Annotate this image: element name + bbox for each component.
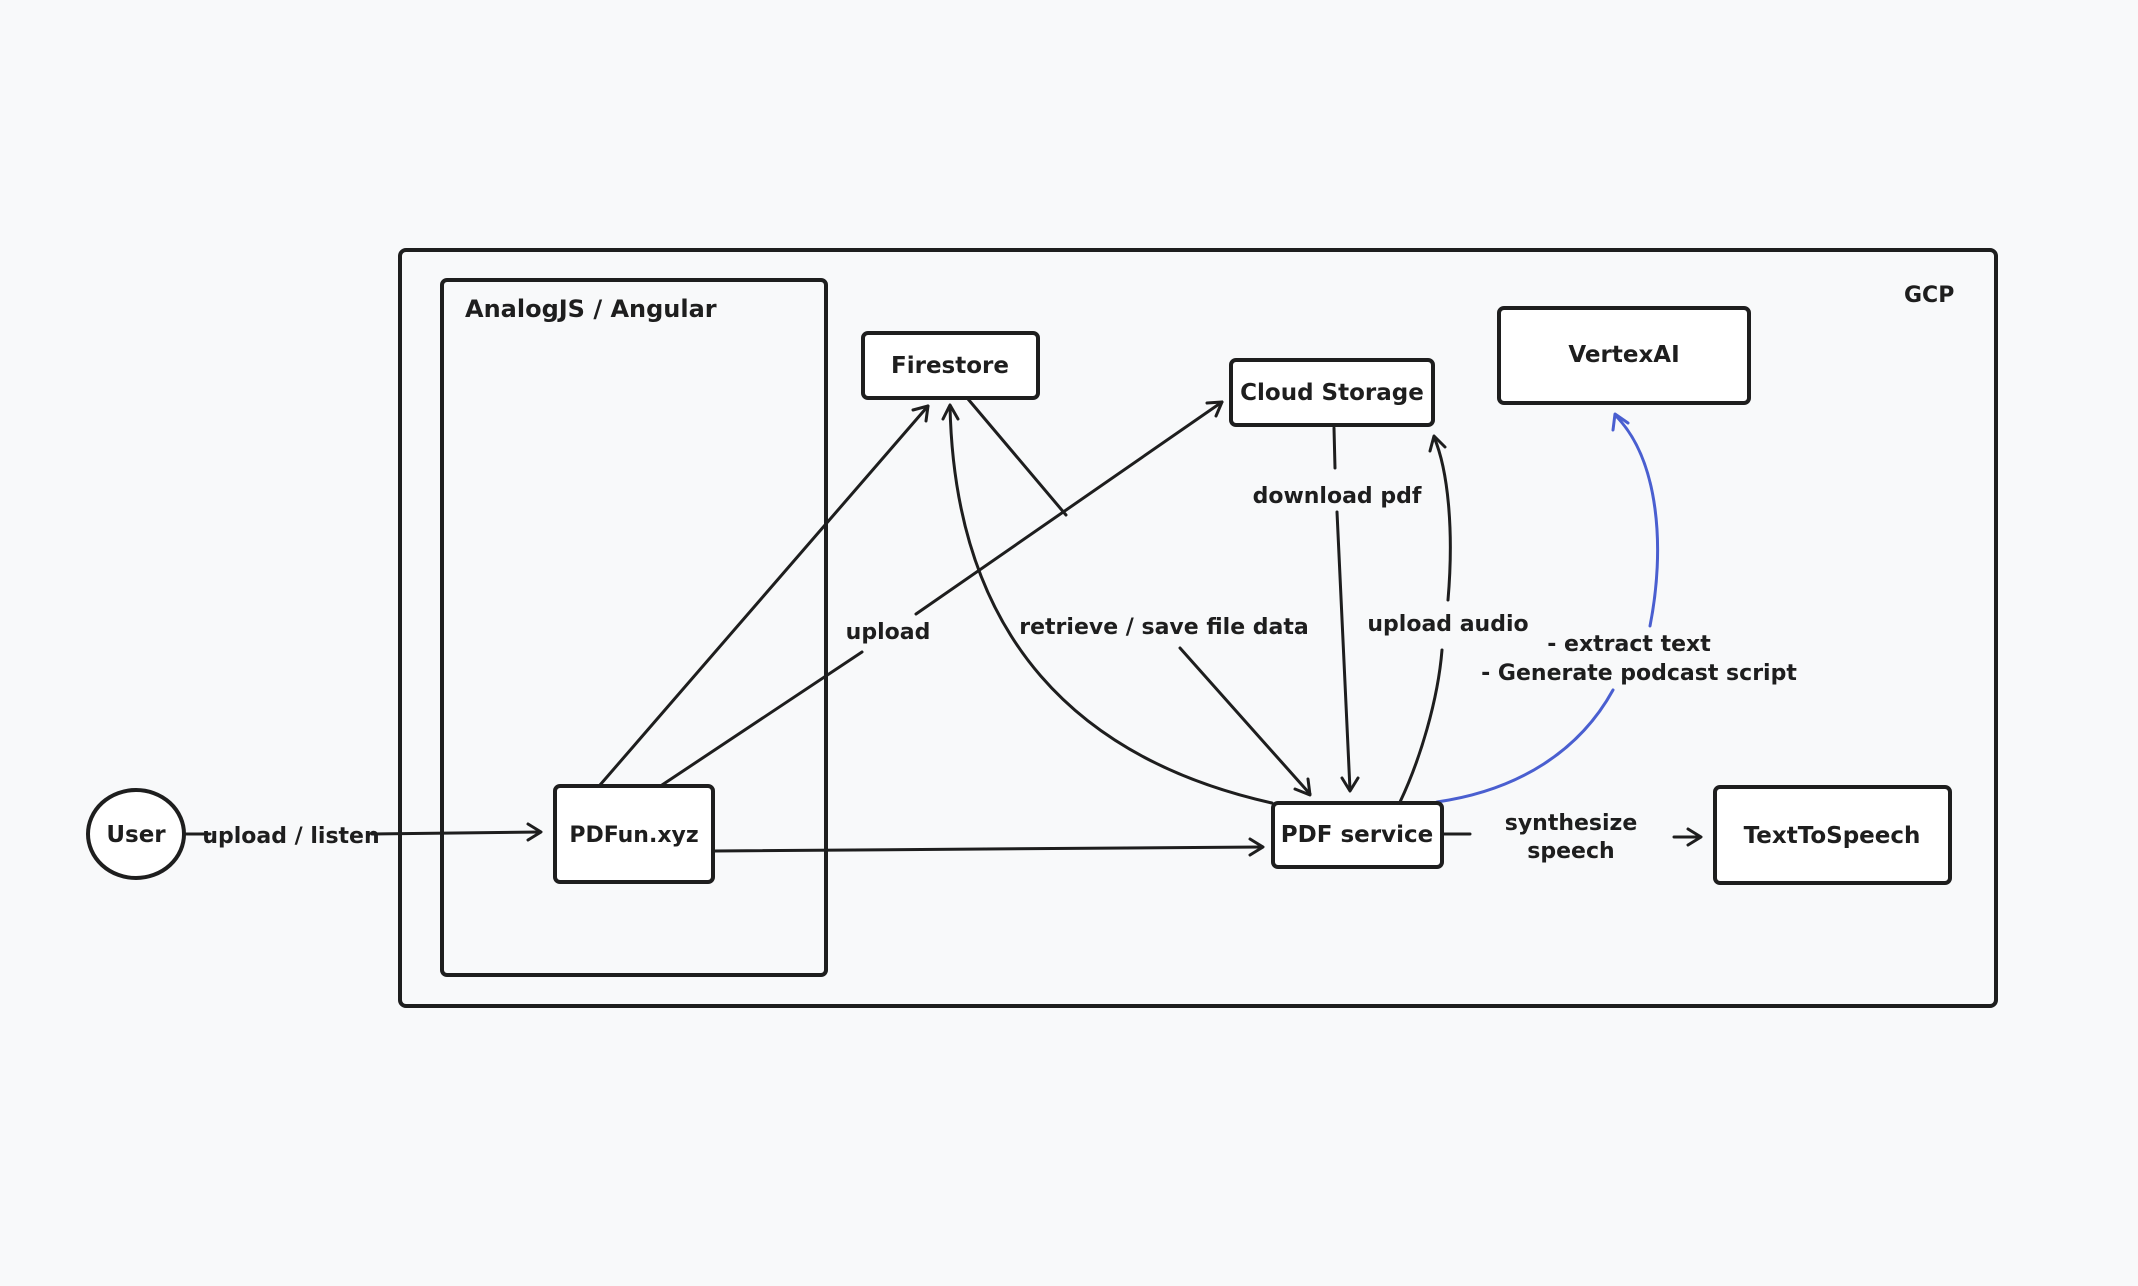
node-firestore-label: Firestore — [891, 353, 1009, 379]
arrowhead-icon — [1686, 827, 1703, 847]
node-user[interactable] — [86, 788, 186, 880]
arrowhead-icon — [1611, 412, 1630, 432]
frontend-label: AnalogJS / Angular — [465, 295, 717, 323]
node-cloud-storage-label: Cloud Storage — [1240, 380, 1424, 406]
edge-label-generate-script: - Generate podcast script — [1481, 661, 1797, 686]
arrowhead-icon — [1293, 777, 1312, 797]
edge-label-speech: speech — [1527, 839, 1614, 864]
edge-pdfservice-vertex-b — [1613, 413, 1660, 628]
edge-pdffun-pdfservice — [712, 845, 1264, 853]
edge-pdffun-storage-a — [660, 650, 864, 787]
node-texttospeech-label: TextToSpeech — [1744, 823, 1921, 849]
edge-label-bg — [1032, 609, 1296, 643]
arrowhead-icon — [526, 822, 543, 842]
arrowhead-icon — [1205, 400, 1224, 418]
node-vertexai-label: VertexAI — [1568, 342, 1679, 368]
arrowhead-icon — [911, 404, 930, 423]
gcp-container[interactable] — [398, 248, 1998, 1008]
node-cloud-storage[interactable] — [1229, 358, 1435, 427]
edge-pdfservice-storage-a — [1398, 648, 1444, 804]
edge-label-retrieve-save: retrieve / save file data — [1019, 615, 1308, 640]
edge-firestore-pdfservice-a — [966, 397, 1068, 517]
edge-label-upload-audio: upload audio — [1367, 612, 1528, 637]
edge-label-extract-text: - extract text — [1547, 632, 1711, 657]
node-texttospeech[interactable] — [1713, 785, 1952, 885]
node-user-label: User — [106, 822, 166, 848]
edge-label-upload: upload — [846, 620, 931, 645]
arrowhead-icon — [1428, 434, 1447, 453]
edge-storage-pdfservice-b — [1335, 510, 1352, 792]
arrowhead-icon — [1340, 776, 1360, 793]
node-pdf-service[interactable] — [1271, 801, 1444, 869]
edge-user-pdffun — [370, 830, 542, 836]
edge-storage-pdfservice-a — [1332, 426, 1337, 470]
arrowhead-icon — [941, 403, 960, 421]
edge-label-upload-listen: upload / listen — [202, 824, 379, 849]
edge-pdffun-firestore — [598, 404, 930, 787]
edge-pdfservice-vertex-a — [1435, 688, 1615, 804]
gcp-label: GCP — [1904, 283, 1954, 308]
edge-label-synthesize: synthesize — [1505, 811, 1638, 836]
node-vertexai[interactable] — [1497, 306, 1751, 405]
edge-firestore-pdfservice-b — [1178, 646, 1312, 796]
arrowhead-icon — [1248, 837, 1265, 857]
edge-label-download-pdf: download pdf — [1253, 484, 1422, 509]
node-firestore[interactable] — [861, 331, 1040, 400]
edge-pdfservice-storage-b — [1432, 435, 1452, 602]
frontend-container[interactable] — [440, 278, 828, 977]
node-pdffun[interactable] — [553, 784, 715, 884]
edge-pdffun-storage-b — [914, 400, 1224, 616]
node-pdf-service-label: PDF service — [1281, 822, 1433, 848]
node-pdffun-label: PDFun.xyz — [569, 823, 698, 848]
edge-pdfservice-firestore — [948, 404, 1274, 805]
